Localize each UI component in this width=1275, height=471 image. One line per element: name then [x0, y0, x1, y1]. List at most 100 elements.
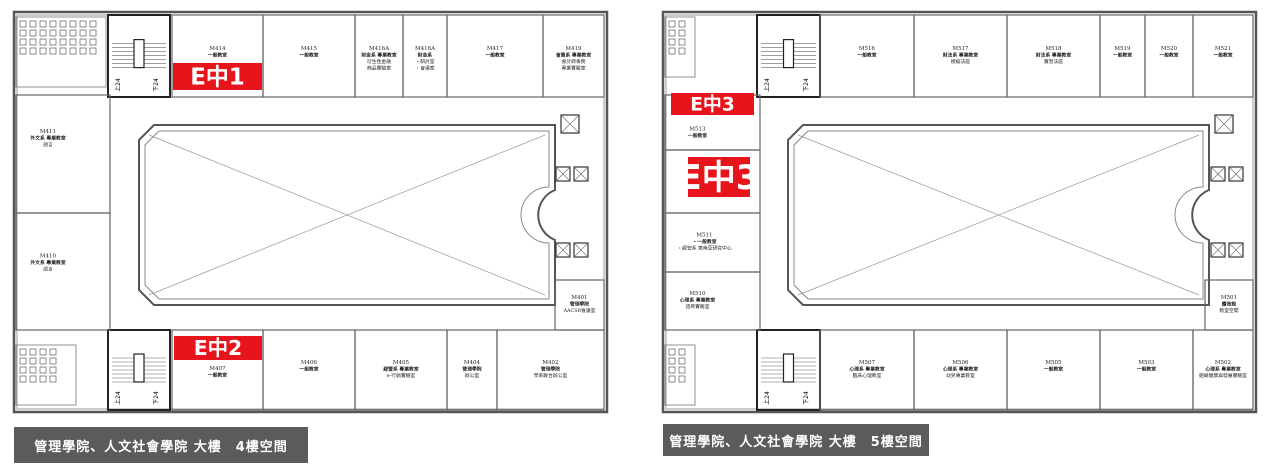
room-description: 一般教室	[1213, 52, 1232, 59]
toilet-icon	[29, 47, 37, 55]
restroom-wall	[15, 344, 77, 406]
toilet-icon	[668, 47, 676, 55]
room-description: 心理系 專業教室	[1205, 366, 1240, 373]
elevator-icon	[1228, 166, 1244, 182]
toilet-icon	[668, 29, 676, 37]
room-description: 財法系 專業教室	[1035, 52, 1071, 59]
room-number: M507	[859, 360, 876, 366]
courtyard-inner	[144, 130, 550, 300]
stair-label: 上24	[114, 391, 122, 405]
toilet-icon	[29, 375, 37, 383]
room-number: M406	[301, 360, 318, 366]
toilet-icon	[668, 366, 676, 374]
room-number: M419	[565, 46, 582, 52]
courtyard-outline	[787, 124, 1210, 306]
restroom	[15, 16, 107, 88]
toilet-icon	[19, 366, 27, 374]
toilet-icon	[19, 47, 27, 55]
room-number: M518	[1045, 46, 1062, 52]
room-description: 一般教室	[688, 132, 707, 139]
toilet-icon	[19, 20, 27, 28]
room-wall	[542, 14, 605, 98]
toilet-icon	[678, 375, 686, 383]
room-description: ・研討室	[415, 58, 434, 65]
room-number: M416A	[415, 46, 436, 52]
outer-wall	[12, 10, 609, 414]
elevator-icon	[573, 166, 589, 182]
courtyard-diagonal	[797, 134, 1200, 296]
toilet-icon	[49, 375, 57, 383]
toilet-icon	[49, 366, 57, 374]
toilet-icon	[39, 366, 47, 374]
elevator-cross	[573, 166, 589, 182]
room-description: 教室空間	[1219, 307, 1238, 314]
room-description: 一般教室	[299, 52, 318, 59]
toilet-icon	[69, 29, 77, 37]
room-description: 心理系 專業教室	[849, 366, 884, 373]
room-description: 體育館	[1222, 301, 1237, 308]
elevator-icon	[555, 242, 571, 258]
elevator-cross	[555, 242, 571, 258]
room-description: 組織健康與發展實驗室	[1199, 372, 1247, 379]
toilet-icon	[89, 20, 97, 28]
toilet-icon	[668, 38, 676, 46]
staircase: 上24 下24	[107, 329, 171, 411]
room-description: 財金系 專業教室	[360, 52, 396, 59]
room-badge: E中3	[671, 93, 754, 116]
toilet-icon	[79, 38, 87, 46]
room-number: M407	[209, 366, 226, 372]
restroom-wall	[664, 344, 696, 406]
floor4-caption: 管理學院、人文社會學院 大樓 4樓空間	[14, 427, 308, 463]
toilet-icon	[59, 38, 67, 46]
room-badge: E中1	[173, 63, 262, 91]
toilet-icon	[59, 20, 67, 28]
stair-label: 下24	[803, 391, 810, 405]
room-number: M401	[571, 295, 587, 301]
toilet-icon	[678, 348, 686, 356]
toilet-icon	[678, 29, 686, 37]
room-number: M519	[1114, 46, 1131, 52]
elevator-cross	[1210, 166, 1226, 182]
badge-background	[671, 93, 754, 115]
toilet-icon	[49, 20, 57, 28]
room-number: M410	[40, 254, 57, 260]
room-number: M516	[859, 46, 876, 52]
toilet-icon	[49, 47, 57, 55]
inner-wall	[16, 14, 605, 410]
badge-background	[173, 63, 262, 90]
stair-label: 下24	[153, 391, 160, 405]
room-description: 語言	[43, 266, 53, 273]
room-description: 外文系 專業教室	[30, 135, 65, 142]
room-description: 衍生性金融	[367, 58, 391, 65]
stair-well	[133, 38, 145, 69]
room-number: M510	[689, 291, 706, 297]
elevator-icon	[1210, 166, 1226, 182]
room-number: M501	[1221, 295, 1237, 301]
room-description: 辦公室	[465, 372, 480, 379]
room-wall	[496, 329, 605, 411]
toilet-icon	[39, 47, 47, 55]
toilet-icon	[668, 348, 676, 356]
room-description: 一般教室	[1137, 366, 1156, 373]
room-number: M506	[952, 360, 969, 366]
toilet-icon	[668, 375, 676, 383]
restroom	[664, 344, 696, 406]
room-number: M411	[40, 129, 56, 135]
stair-label: 上24	[763, 391, 771, 405]
stair-well	[782, 38, 795, 69]
staircase: 上24 下24	[756, 329, 821, 411]
elevator-cross	[555, 166, 571, 182]
toilet-icon	[19, 38, 27, 46]
room-number: M402	[542, 360, 558, 366]
room-description: 商品實驗室	[367, 65, 391, 72]
badge-label: E中3	[690, 94, 734, 116]
